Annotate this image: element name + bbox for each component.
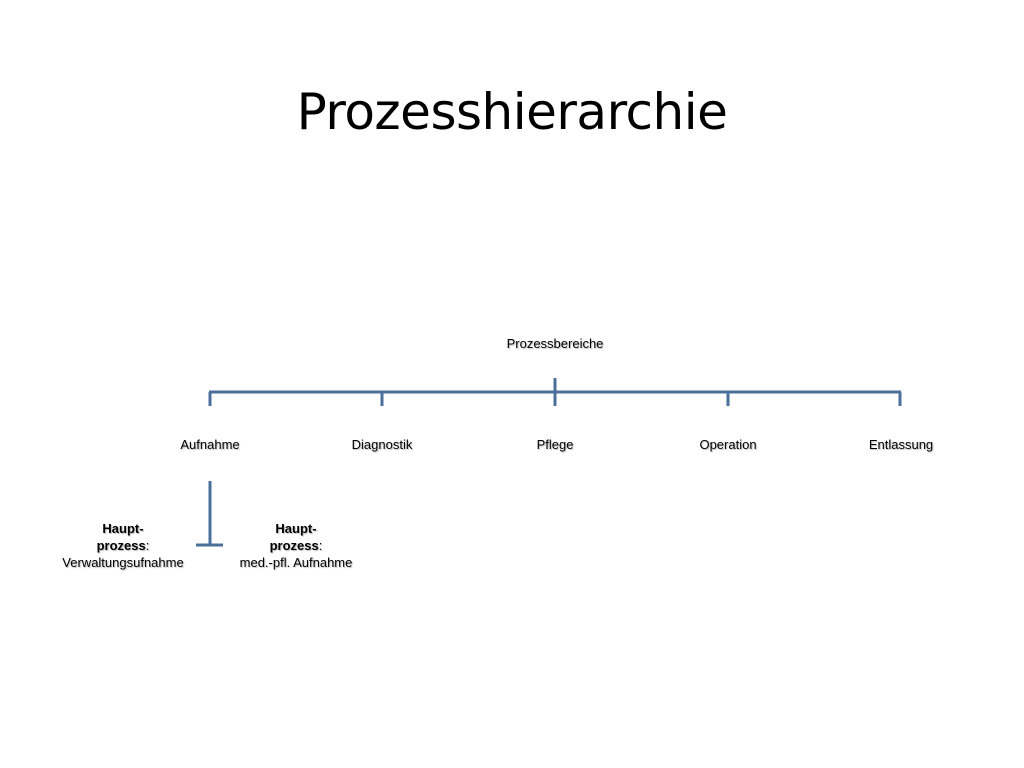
subprocess-heading-word: prozess bbox=[269, 538, 319, 553]
area-node-operation: Operation bbox=[699, 437, 757, 452]
area-node-aufnahme: Aufnahme bbox=[180, 437, 240, 452]
subprocess-name: med.-pfl. Aufnahme bbox=[239, 555, 353, 570]
area-node-pflege: Pflege bbox=[536, 437, 574, 452]
subprocess-heading-line1: Haupt- bbox=[102, 521, 144, 536]
subprocess-node-verwaltungsaufnahme: Haupt- prozess: Verwaltungsufnahme bbox=[62, 520, 183, 571]
area-node-entlassung: Entlassung bbox=[868, 437, 934, 452]
subprocess-heading-line2: prozess: bbox=[240, 537, 353, 554]
subprocess-name: Verwaltungsufnahme bbox=[62, 555, 184, 570]
subprocess-heading-colon: : bbox=[145, 538, 150, 553]
slide-title: Prozesshierarchie bbox=[296, 83, 728, 141]
area-node-diagnostik: Diagnostik bbox=[351, 437, 413, 452]
subprocess-heading-word: prozess bbox=[96, 538, 146, 553]
subprocess-node-med-pfl-aufnahme: Haupt- prozess: med.-pfl. Aufnahme bbox=[240, 520, 353, 571]
subprocess-heading-line1: Haupt- bbox=[275, 521, 317, 536]
root-node-label: Prozessbereiche bbox=[506, 336, 604, 351]
subprocess-heading-colon: : bbox=[318, 538, 323, 553]
subprocess-heading-line2: prozess: bbox=[62, 537, 183, 554]
